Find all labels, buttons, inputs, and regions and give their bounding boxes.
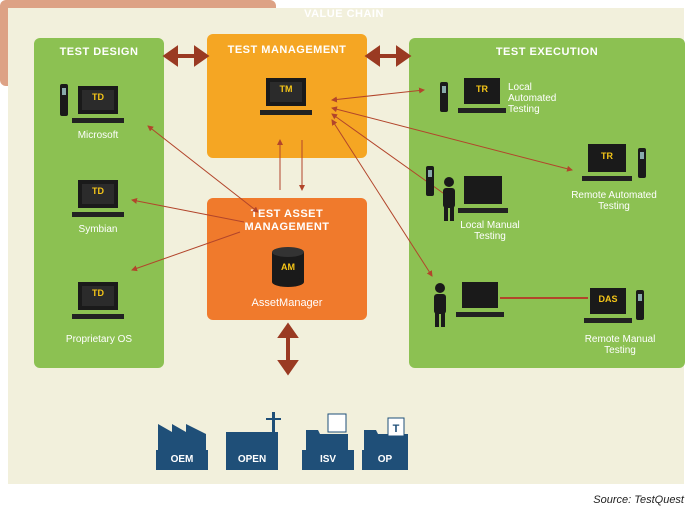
remote-automated-tr-badge: TR <box>601 151 613 161</box>
microsoft-label: Microsoft <box>77 130 119 141</box>
proprietary-os-workstation <box>72 282 124 319</box>
test-management-title: TEST MANAGEMENT <box>227 44 347 56</box>
asset-chain-arrow <box>277 322 299 376</box>
connector-lines <box>131 87 588 299</box>
proprietary-td-badge: TD <box>92 288 104 298</box>
remote-manual-operator <box>434 282 504 327</box>
management-tm-badge: TM <box>279 84 293 94</box>
remote-manual-das-badge: DAS <box>598 294 618 304</box>
remote-automated-workstation <box>582 144 646 181</box>
test-management-workstation <box>260 78 312 115</box>
value-chain-title: VALUE CHAIN <box>304 8 384 20</box>
symbian-td-badge: TD <box>92 186 104 196</box>
open-source-icon <box>226 412 281 452</box>
local-manual-label: Local Manual Testing <box>460 220 520 242</box>
asset-am-badge: AM <box>281 262 295 272</box>
symbian-workstation <box>72 180 124 217</box>
isv-icon <box>306 413 348 452</box>
remote-manual-workstation <box>584 288 644 323</box>
remote-manual-label: Remote Manual Testing <box>584 334 656 356</box>
asset-manager-label: AssetManager <box>251 297 323 309</box>
svg-text:T: T <box>393 423 400 435</box>
value-chain-oem: OEM <box>156 450 208 470</box>
local-automated-label: Local Automated Testing <box>508 82 557 115</box>
test-execution-title: TEST EXECUTION <box>495 46 599 58</box>
operator-icon: T <box>364 417 408 452</box>
microsoft-td-badge: TD <box>92 92 104 102</box>
design-management-arrow <box>162 45 210 67</box>
value-chain-isv: ISV <box>302 450 354 470</box>
factory-icon <box>158 424 206 452</box>
symbian-label: Symbian <box>78 224 118 235</box>
local-manual-workstation <box>426 166 508 221</box>
proprietary-os-label: Proprietary OS <box>65 334 133 345</box>
value-chain-op: OP <box>362 450 408 470</box>
remote-automated-label: Remote Automated Testing <box>571 190 657 212</box>
local-automated-tr-badge: TR <box>476 84 488 94</box>
microsoft-workstation <box>60 84 124 123</box>
test-asset-management-title: TEST ASSET MANAGEMENT <box>244 208 330 233</box>
test-design-title: TEST DESIGN <box>59 46 139 58</box>
local-automated-workstation <box>440 78 506 113</box>
value-chain-open: OPEN <box>226 450 278 470</box>
asset-database-icon <box>272 247 304 287</box>
source-caption: Source: TestQuest <box>593 494 684 506</box>
management-execution-arrow <box>364 45 412 67</box>
